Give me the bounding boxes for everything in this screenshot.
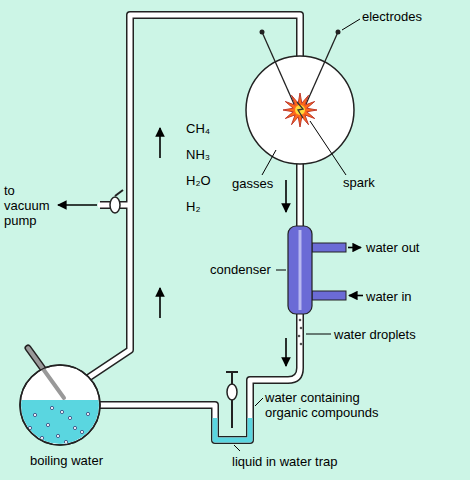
leader-line <box>306 334 331 335</box>
flow-arrow <box>159 128 161 158</box>
part-label: water in <box>366 289 412 304</box>
leader-line <box>255 398 263 406</box>
condenser-body <box>288 226 312 314</box>
bubble <box>46 423 49 426</box>
part-label: NH₃ <box>186 147 210 162</box>
bubble <box>80 430 83 433</box>
part-label: water containing organic compounds <box>265 390 390 420</box>
stopcock <box>110 190 123 213</box>
droplet <box>300 343 303 346</box>
outlet-pipe <box>312 243 346 252</box>
sphere-outlet-tube <box>296 162 304 230</box>
vacuum-arrow <box>58 204 97 206</box>
part-label: spark <box>343 175 375 190</box>
flow-arrows <box>58 128 363 366</box>
spark-bolt <box>297 102 303 118</box>
electrode-terminal <box>260 30 265 35</box>
flow-arrow <box>285 180 287 212</box>
trap-tube-bore <box>100 310 300 440</box>
spark-symbol <box>283 93 317 127</box>
valve-body <box>227 384 237 400</box>
water-out-arrow <box>348 247 361 249</box>
bubble <box>73 426 76 429</box>
part-label: H₂O <box>186 173 211 188</box>
leader-line <box>310 121 346 175</box>
water-in-arrow <box>349 295 363 297</box>
leader-line <box>342 19 360 30</box>
spark-chamber <box>246 56 354 164</box>
water-droplets <box>298 319 303 346</box>
leader-lines <box>234 19 360 451</box>
part-label: to vacuum pump <box>4 183 56 228</box>
leader-line <box>276 270 286 271</box>
bubble <box>68 416 71 419</box>
part-label: CH₄ <box>186 121 210 136</box>
part-label: gasses <box>232 176 273 191</box>
flow-arrow <box>285 338 287 366</box>
bubble <box>86 412 89 415</box>
part-label: electrodes <box>362 9 422 24</box>
bubble <box>33 413 36 416</box>
condenser-jacket <box>288 226 346 314</box>
flask-water <box>18 400 102 450</box>
electrodes <box>260 30 341 105</box>
stopcock-body <box>110 197 120 213</box>
droplet <box>300 327 303 330</box>
sphere-outlet-bore <box>298 162 303 230</box>
valve-handle <box>226 371 238 373</box>
bubble <box>40 436 43 439</box>
leader-line <box>262 150 276 175</box>
bubble <box>64 440 67 443</box>
electrode-terminal <box>336 30 341 35</box>
flask-rod <box>28 348 64 398</box>
flow-arrow <box>159 288 161 318</box>
part-label: water droplets <box>334 327 416 342</box>
leader-line <box>234 445 240 451</box>
bubble <box>60 410 63 413</box>
inlet-pipe <box>312 291 346 300</box>
bubble <box>50 406 53 409</box>
spark-burst <box>283 93 317 127</box>
part-label: water out <box>366 240 419 255</box>
droplet <box>299 319 302 322</box>
part-label: H₂ <box>186 199 200 214</box>
part-label: liquid in water trap <box>232 454 338 469</box>
trap-valve <box>226 372 238 428</box>
electrode-wire <box>306 32 338 104</box>
flask-outline <box>20 365 100 445</box>
boiling-flask <box>18 348 102 450</box>
stopcock-handle <box>115 190 123 196</box>
condenser-core <box>299 230 302 310</box>
droplet <box>298 335 301 338</box>
part-label: boiling water <box>30 453 103 468</box>
part-label: condenser <box>210 262 271 277</box>
electrode-wire <box>262 32 294 104</box>
bubble <box>56 434 59 437</box>
